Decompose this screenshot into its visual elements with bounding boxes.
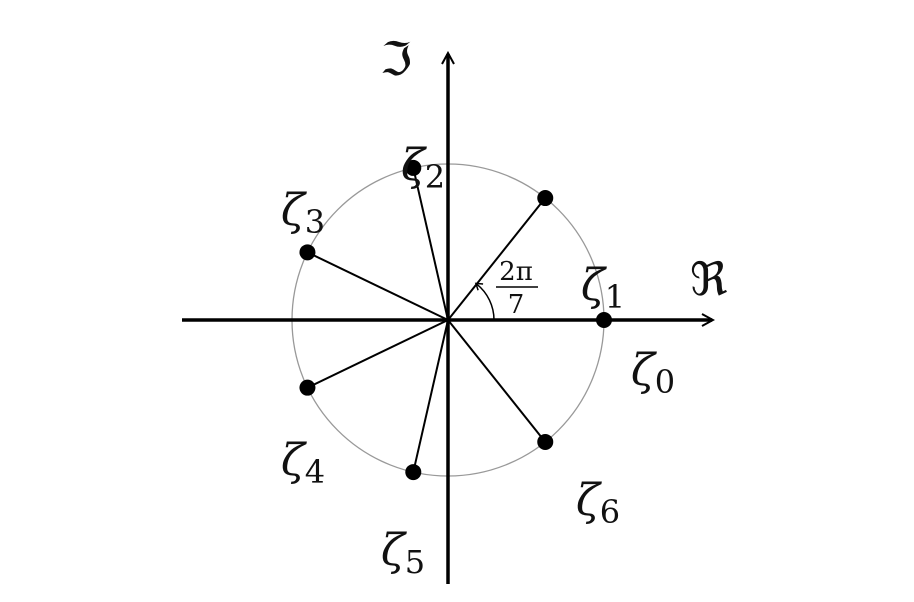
root-label-6: ζ6 bbox=[576, 475, 620, 531]
root-index: 0 bbox=[655, 363, 675, 401]
spoke-2 bbox=[412, 167, 449, 321]
root-label-3: ζ3 bbox=[281, 185, 325, 241]
root-symbol: ζ bbox=[381, 525, 408, 576]
root-point-2 bbox=[405, 159, 422, 176]
root-point-4 bbox=[299, 379, 316, 396]
spoke-1 bbox=[447, 197, 547, 321]
root-index: 5 bbox=[405, 543, 425, 581]
angle-denominator: 7 bbox=[508, 290, 525, 320]
root-label-1: ζ1 bbox=[581, 260, 625, 316]
angle-label: 2π 7 bbox=[496, 257, 538, 320]
root-symbol: ζ bbox=[401, 140, 428, 191]
root-index: 6 bbox=[600, 493, 620, 531]
root-point-1 bbox=[537, 190, 554, 207]
root-symbol: ζ bbox=[631, 345, 658, 396]
root-point-6 bbox=[537, 433, 554, 450]
root-point-3 bbox=[299, 244, 316, 261]
root-index: 2 bbox=[425, 158, 445, 196]
root-point-0 bbox=[596, 312, 612, 328]
spoke-6 bbox=[447, 319, 547, 443]
root-label-4: ζ4 bbox=[281, 435, 325, 491]
root-index: 1 bbox=[605, 278, 625, 316]
root-spokes bbox=[307, 167, 547, 473]
root-symbol: ζ bbox=[581, 260, 608, 311]
root-index: 3 bbox=[305, 203, 325, 241]
root-symbol: ζ bbox=[281, 435, 308, 486]
root-point-5 bbox=[405, 464, 422, 481]
spoke-3 bbox=[307, 251, 449, 321]
real-axis-label: ℜ bbox=[690, 252, 727, 306]
spoke-4 bbox=[307, 319, 449, 389]
root-label-5: ζ5 bbox=[381, 525, 425, 581]
root-label-0: ζ0 bbox=[631, 345, 675, 401]
angle-numerator: 2π bbox=[499, 257, 533, 287]
angle-arc bbox=[474, 282, 495, 321]
root-index: 4 bbox=[305, 453, 325, 491]
spoke-5 bbox=[412, 319, 449, 473]
root-points bbox=[299, 159, 612, 481]
root-label-2: ζ2 bbox=[401, 140, 445, 196]
root-symbol: ζ bbox=[576, 475, 603, 526]
imaginary-axis-label: ℑ bbox=[380, 32, 412, 86]
root-symbol: ζ bbox=[281, 185, 308, 236]
